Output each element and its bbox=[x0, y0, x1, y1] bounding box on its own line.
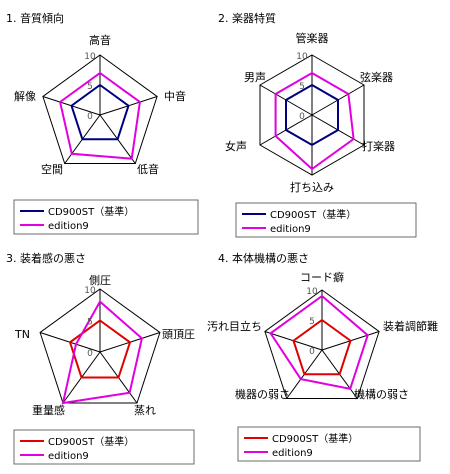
legend-box bbox=[13, 429, 195, 465]
tick-label: 0 bbox=[299, 112, 305, 122]
tick-label: 10 bbox=[84, 52, 96, 62]
axis-label: 管楽器 bbox=[296, 31, 329, 45]
series-edition9-polygon bbox=[274, 71, 355, 171]
chart-title: 3. 装着感の悪さ bbox=[6, 251, 86, 265]
axis-label: 男声 bbox=[244, 70, 266, 84]
tick-label: 0 bbox=[87, 112, 93, 122]
legend-entry: CD900ST（基準） bbox=[48, 205, 134, 218]
series-edition9-polygon bbox=[269, 294, 369, 390]
tick-label: 5 bbox=[309, 317, 315, 327]
axis-label: TN bbox=[14, 328, 30, 341]
series-edition9-polygon bbox=[61, 300, 144, 405]
legend-entry: CD900ST（基準） bbox=[272, 432, 358, 445]
chart-title: 4. 本体機構の悪さ bbox=[218, 251, 309, 265]
axis-label: 空間 bbox=[41, 162, 63, 176]
grid-outer-ring bbox=[42, 54, 158, 164]
axis-label: 女声 bbox=[225, 139, 247, 153]
axis-label: 解像 bbox=[14, 89, 36, 103]
legend-entry: CD900ST（基準） bbox=[48, 435, 134, 448]
tick-label: 0 bbox=[309, 347, 315, 357]
axis-label: 汚れ目立ち bbox=[207, 319, 262, 333]
axis-label: 側圧 bbox=[89, 274, 111, 287]
axis-label: 機構の弱さ bbox=[354, 387, 409, 401]
series-reference-polygon bbox=[68, 319, 132, 379]
legend-entry: edition9 bbox=[48, 221, 89, 232]
axis-label: 機器の弱さ bbox=[235, 387, 290, 401]
axis-label: 重量感 bbox=[32, 403, 65, 417]
legend-box bbox=[237, 426, 421, 462]
chart-title: 2. 楽器特質 bbox=[218, 11, 276, 25]
legend-entry: edition9 bbox=[48, 451, 89, 462]
axis-label: 弦楽器 bbox=[360, 70, 393, 84]
legend-entry: edition9 bbox=[270, 224, 311, 235]
tick-label: 5 bbox=[87, 82, 93, 92]
axis-label: 蒸れ bbox=[134, 404, 156, 417]
tick-label: 0 bbox=[87, 349, 93, 359]
series-reference-polygon bbox=[285, 83, 339, 147]
tick-label: 10 bbox=[296, 52, 308, 62]
series-edition9-polygon bbox=[58, 71, 141, 160]
axis-label: 打ち込み bbox=[290, 180, 334, 194]
legend-entry: CD900ST（基準） bbox=[270, 208, 356, 221]
axis-label: 高音 bbox=[89, 33, 111, 47]
grid-outer-ring bbox=[264, 289, 380, 399]
tick-label: 10 bbox=[84, 286, 96, 296]
axis-label: 装着調節難 bbox=[383, 319, 438, 333]
series-reference-polygon bbox=[70, 83, 130, 141]
legend-entry: edition9 bbox=[272, 448, 313, 459]
axis-label: 頭頂圧 bbox=[162, 328, 195, 341]
axis-label: 打楽器 bbox=[362, 139, 395, 153]
axis-label: 中音 bbox=[164, 89, 186, 103]
axis-label: コード癖 bbox=[300, 270, 344, 284]
axis-label: 低音 bbox=[137, 162, 159, 176]
tick-label: 5 bbox=[299, 82, 305, 92]
tick-label: 10 bbox=[306, 287, 318, 297]
series-reference-polygon bbox=[292, 318, 352, 376]
chart-title: 1. 音質傾向 bbox=[6, 11, 64, 25]
legend-box bbox=[235, 202, 417, 238]
grid-outer-ring bbox=[39, 288, 161, 404]
tick-label: 5 bbox=[87, 318, 93, 328]
legend-box bbox=[13, 199, 199, 235]
